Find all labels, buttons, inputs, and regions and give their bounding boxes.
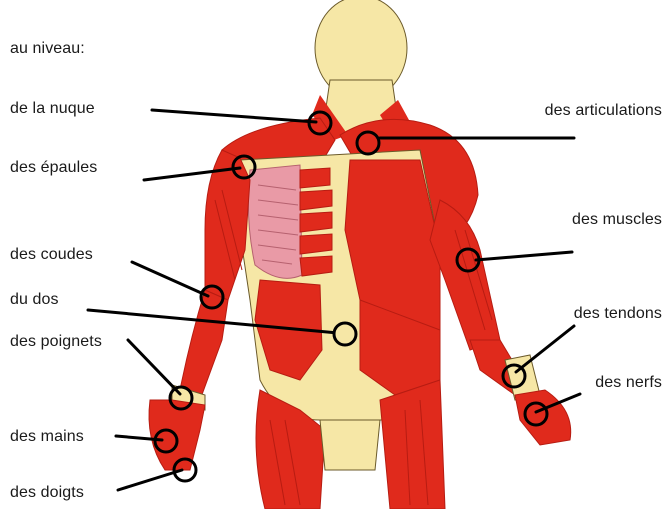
- label-nerfs: des nerfs: [595, 374, 662, 392]
- pointer-poignets: [128, 340, 180, 394]
- label-mains: des mains: [10, 428, 84, 446]
- pointer-muscles: [476, 252, 572, 260]
- label-poignets: des poignets: [10, 333, 102, 351]
- rib-muscles: [300, 168, 332, 276]
- pointer-coudes: [132, 262, 208, 296]
- heading-label: au niveau:: [10, 40, 85, 58]
- label-nuque: de la nuque: [10, 100, 95, 118]
- right-leg: [380, 380, 445, 509]
- label-tendons: des tendons: [574, 305, 662, 323]
- label-doigts: des doigts: [10, 484, 84, 502]
- label-dos: du dos: [10, 291, 59, 309]
- label-muscles: des muscles: [572, 211, 662, 229]
- groin-skin: [320, 420, 380, 470]
- right-hand: [515, 390, 571, 445]
- label-coudes: des coudes: [10, 246, 93, 264]
- pointer-tendons: [516, 326, 574, 372]
- label-epaules: des épaules: [10, 159, 97, 177]
- marker-dos: [334, 323, 356, 345]
- pointer-nuque: [152, 110, 316, 122]
- label-articulations: des articulations: [545, 102, 662, 120]
- pointer-doigts: [118, 470, 182, 490]
